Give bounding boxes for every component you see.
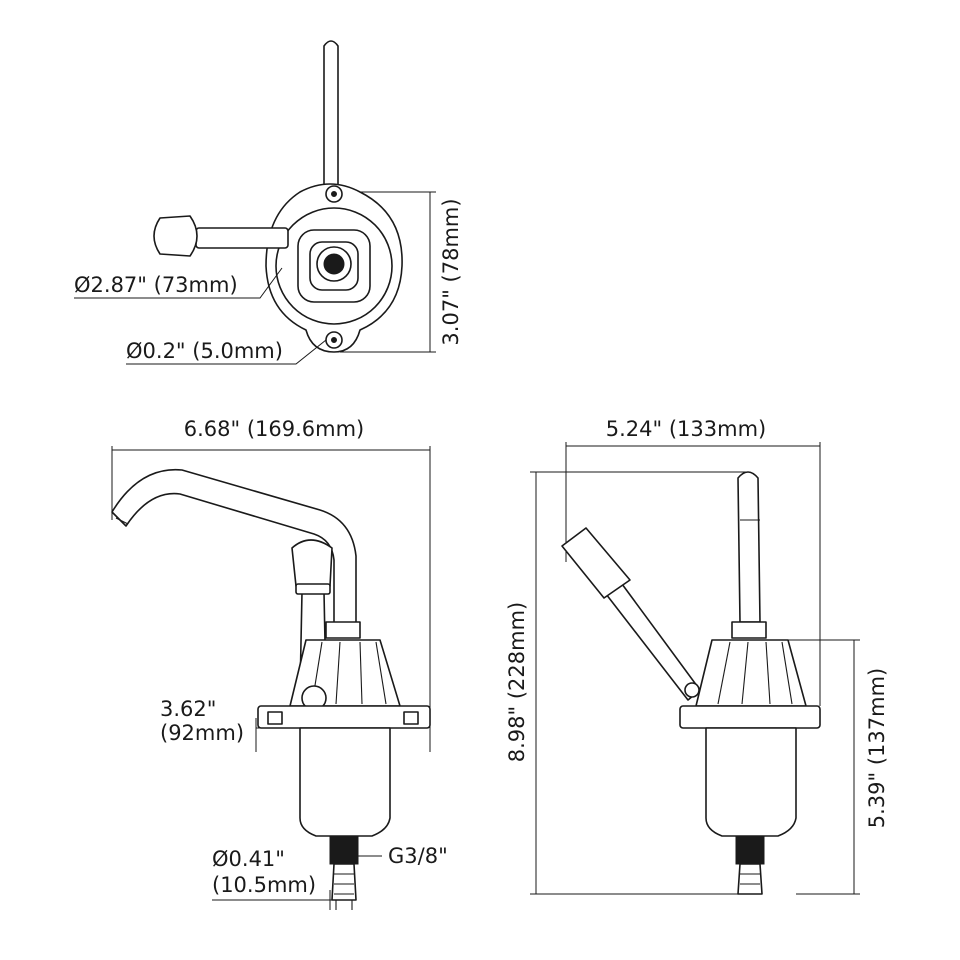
- below-deck-height-line2: (92mm): [160, 721, 244, 745]
- thread-size-label: G3/8": [388, 844, 448, 868]
- side-view: 6.68" (169.6mm) 3.62": [111, 417, 448, 910]
- hole-diameter-label: Ø0.2" (5.0mm): [126, 339, 283, 363]
- top-view: 3.07" (78mm) Ø2.87" (73mm) Ø0.2" (5.0mm): [74, 40, 463, 365]
- hose-diameter-line1: Ø0.41": [212, 847, 285, 871]
- body-depth-label: 3.07" (78mm): [439, 198, 463, 345]
- lower-height-label: 5.39" (137mm): [865, 668, 889, 828]
- front-view: 5.24" (133mm) 8.98" (228mm) 5.39" (137mm…: [505, 417, 889, 895]
- body-diameter-label: Ø2.87" (73mm): [74, 273, 238, 297]
- hose-diameter-line2: (10.5mm): [212, 873, 316, 897]
- overall-height-label: 8.98" (228mm): [505, 602, 529, 762]
- below-deck-height-line1: 3.62": [160, 697, 216, 721]
- overall-width-label: 5.24" (133mm): [606, 417, 766, 441]
- overall-length-label: 6.68" (169.6mm): [184, 417, 365, 441]
